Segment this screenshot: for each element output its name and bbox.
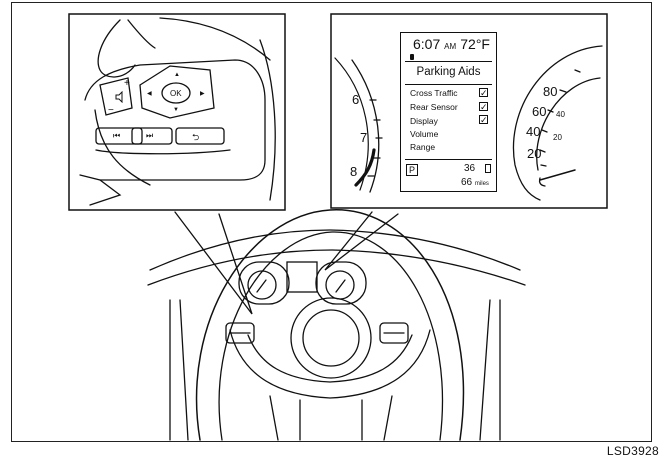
figure-frame [11,2,652,442]
divider [405,61,492,62]
cross-traffic-checkbox[interactable]: ✓ [479,88,488,98]
fuel-value: 36 [464,163,476,174]
range-value: 66 miles [461,177,489,188]
speed-label: 20 [527,146,542,161]
volume-icon [115,91,123,103]
display-checkbox[interactable]: ✓ [479,115,488,125]
left-callout-line [174,211,253,315]
volume-up-button[interactable]: + [124,78,130,89]
figure-code: LSD3928 [606,444,659,458]
left-arrow-icon[interactable]: ◀ [147,91,152,97]
menu-item-rear-sensor[interactable]: Rear Sensor [410,102,458,112]
speed-label: 80 [543,84,558,99]
menu-item-volume[interactable]: Volume [410,129,439,139]
tach-label: 8 [350,164,358,179]
speed-inner-label: 20 [553,133,562,142]
vehicle-info-display: 6:07 AM 72°F Parking Aids Cross Traffic … [400,32,497,192]
speed-label: 40 [526,124,541,139]
speed-label: 60 [532,104,547,119]
menu-item-display[interactable]: Display [410,116,438,126]
ok-button[interactable]: OK [170,89,182,98]
menu-title: Parking Aids [416,66,481,78]
back-button[interactable]: ⮌ [192,132,200,142]
menu-item-range[interactable]: Range [410,142,436,152]
right-callout-line [324,211,399,271]
down-arrow-icon[interactable]: ▼ [173,107,179,113]
right-arrow-icon[interactable]: ▶ [200,91,205,97]
speed-inner-label: 40 [556,110,565,119]
steering-wheel-overview [147,209,526,441]
rear-sensor-checkbox[interactable]: ✓ [479,102,488,112]
volume-down-button[interactable]: − [108,105,114,116]
fuel-pump-icon [485,164,491,173]
speedometer [512,45,603,201]
clock: 6:07 AM [413,36,457,52]
divider [405,159,492,160]
steering-switch-detail [79,17,276,206]
up-arrow-icon[interactable]: ▲ [174,72,180,78]
tach-label: 7 [360,130,368,145]
outside-temperature: 72°F [460,36,490,52]
tach-label: 6 [352,92,360,107]
next-track-button[interactable]: ⏭ [146,131,154,140]
tachometer [334,57,383,193]
bell-icon [410,54,414,60]
prev-track-button[interactable]: ⏮ [113,131,121,140]
menu-item-cross-traffic[interactable]: Cross Traffic [410,88,458,98]
gear-indicator: P [406,164,418,176]
divider [405,84,492,85]
